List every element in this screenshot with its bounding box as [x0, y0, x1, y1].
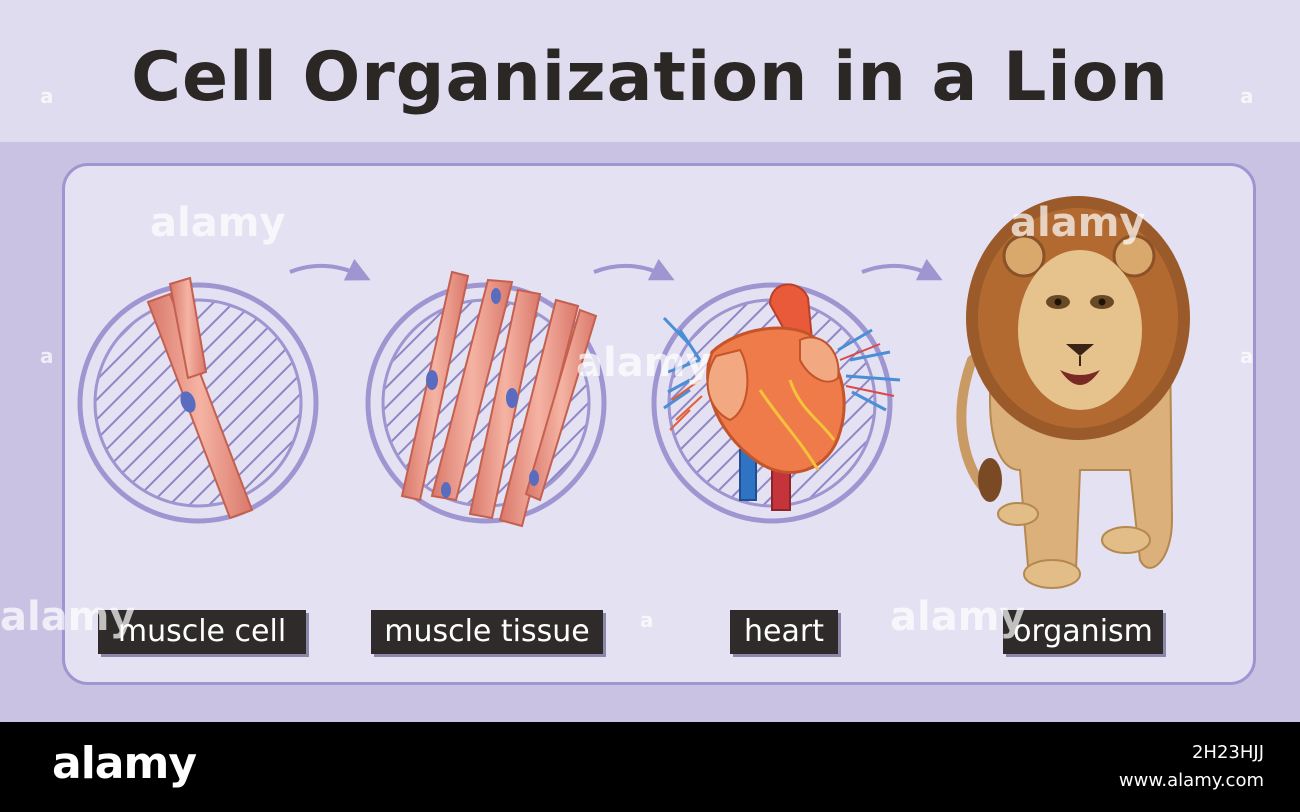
- watermark-footer: [0, 722, 1300, 812]
- brand-logo: alamy: [52, 738, 197, 789]
- flow-arrow-1: [289, 258, 371, 281]
- watermark-logo: alamy: [890, 594, 1026, 640]
- stage-label-heart: heart: [730, 610, 838, 654]
- watermark-logo: alamy: [0, 594, 136, 640]
- muscle-tissue-icon: [365, 270, 607, 528]
- watermark-mark: a: [1240, 344, 1254, 368]
- watermark-mark: a: [1240, 84, 1254, 108]
- watermark-mark: a: [640, 608, 654, 632]
- page-title: Cell Organization in a Lion: [131, 38, 1169, 117]
- flow-arrow-2: [593, 258, 675, 281]
- flow-arrow-3: [861, 258, 943, 281]
- lion-icon: [956, 196, 1190, 589]
- watermark-mark: a: [40, 344, 54, 368]
- watermark-logo: alamy: [576, 340, 712, 386]
- site-url: www.alamy.com: [1118, 770, 1264, 791]
- stage-label-organism: organism: [1003, 610, 1163, 654]
- watermark-logo: alamy: [150, 200, 286, 246]
- image-id: 2H23HJJ: [1191, 742, 1264, 763]
- muscle-cell-icon: [77, 276, 319, 524]
- title-band: [0, 0, 1300, 142]
- watermark-mark: a: [40, 84, 54, 108]
- stage-label-muscle-tissue: muscle tissue: [371, 610, 603, 654]
- heart-icon: [651, 282, 901, 524]
- watermark-logo: alamy: [1010, 200, 1146, 246]
- stage-label-muscle-cell: muscle cell: [98, 610, 306, 654]
